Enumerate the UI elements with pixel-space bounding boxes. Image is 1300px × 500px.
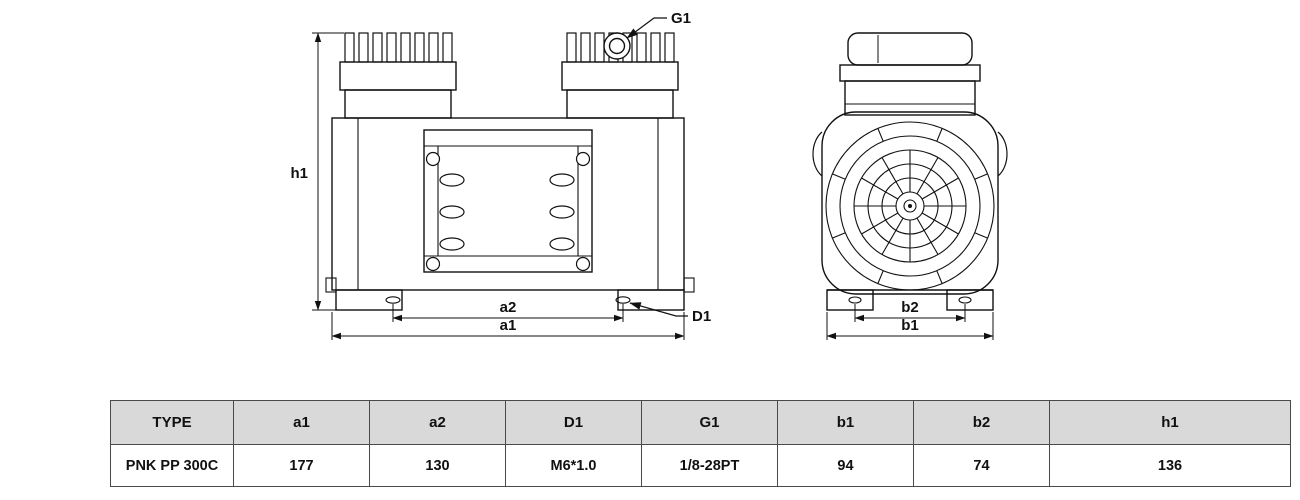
mounting-bracket	[423, 129, 593, 273]
col-header-g1: G1	[641, 400, 778, 445]
dimension-b2	[854, 304, 966, 322]
front-view: h1 a2 a1 G1 D1	[290, 10, 711, 340]
cell-g1: 1/8-28PT	[641, 444, 778, 487]
col-header-a2: a2	[369, 400, 506, 445]
side-base-feet	[826, 289, 994, 311]
fan-guard-grille-icon	[825, 121, 995, 291]
cell-b1: 94	[777, 444, 914, 487]
dimension-h1	[312, 32, 344, 311]
side-head-cap	[839, 32, 981, 116]
fan-housing	[812, 111, 1008, 295]
dimension-b1	[826, 312, 994, 340]
cell-a1: 177	[233, 444, 370, 487]
dim-label-b2: b2	[901, 299, 919, 316]
dim-label-h1: h1	[290, 165, 308, 182]
col-header-type: TYPE	[110, 400, 234, 445]
front-base-feet	[325, 277, 695, 311]
cell-h1: 136	[1049, 444, 1291, 487]
technical-drawing: h1 a2 a1 G1 D1	[290, 10, 1008, 340]
col-header-b1: b1	[777, 400, 914, 445]
side-view: b2 b1	[812, 32, 1008, 340]
col-header-b2: b2	[913, 400, 1050, 445]
leader-g1	[626, 17, 667, 39]
col-header-d1: D1	[505, 400, 642, 445]
cell-type: PNK PP 300C	[110, 444, 234, 487]
dim-label-b1: b1	[901, 317, 919, 334]
leader-d1	[629, 302, 688, 317]
g1-port-fitting-icon	[603, 32, 631, 60]
dim-label-g1: G1	[671, 10, 691, 27]
cell-a2: 130	[369, 444, 506, 487]
col-header-a1: a1	[233, 400, 370, 445]
dim-label-a1: a1	[500, 317, 517, 334]
col-header-h1: h1	[1049, 400, 1291, 445]
spec-table: TYPE a1 a2 D1 G1 b1 b2 h1 PNK PP 300C 17…	[110, 400, 1291, 487]
left-pump-head	[339, 61, 457, 119]
cell-d1: M6*1.0	[505, 444, 642, 487]
dimension-a1	[331, 312, 685, 340]
drawing-area: h1 a2 a1 G1 D1	[290, 10, 1008, 340]
dimension-a2	[392, 304, 624, 322]
right-pump-head	[561, 61, 679, 119]
dim-label-d1: D1	[692, 308, 711, 325]
dim-label-a2: a2	[500, 299, 517, 316]
left-cooling-fins-icon	[344, 32, 453, 63]
table-row: PNK PP 300C 177 130 M6*1.0 1/8-28PT 94 7…	[110, 444, 1291, 487]
table-header-row: TYPE a1 a2 D1 G1 b1 b2 h1	[110, 400, 1291, 445]
cell-b2: 74	[913, 444, 1050, 487]
pump-body	[331, 117, 685, 291]
